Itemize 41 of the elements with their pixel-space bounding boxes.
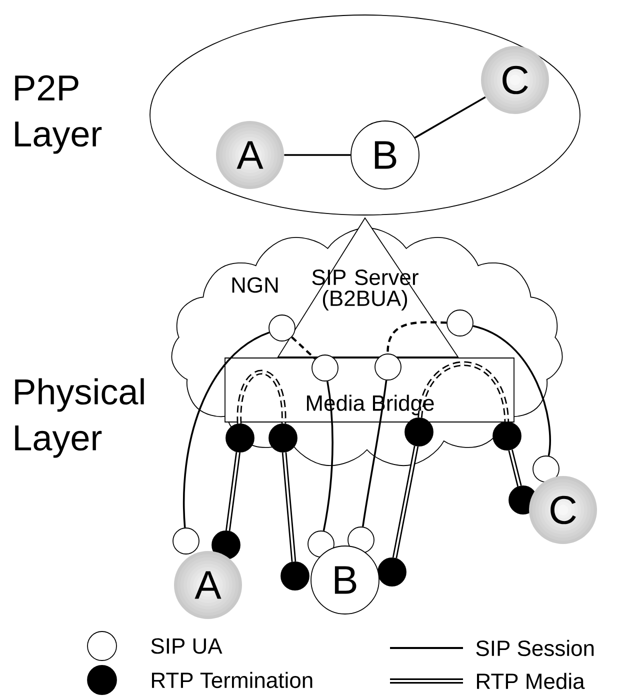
peer-node: B (350, 120, 420, 190)
rtp-media-line (226, 452, 240, 531)
sip-session-line (291, 336, 316, 360)
rtp-media-line (508, 449, 522, 487)
sip-ua-circle (172, 528, 200, 554)
peer-node: A (174, 551, 242, 619)
legend-text: RTP Media (477, 672, 585, 690)
rtp-termination-dot (378, 558, 406, 586)
rtp-termination-dot (226, 424, 254, 452)
rtp-media-line (236, 370, 286, 424)
sip-ua-circle (308, 530, 334, 558)
sip-ua-circle (312, 354, 338, 382)
rtp-termination-dot (280, 562, 310, 590)
rtp-termination-dot (268, 424, 298, 452)
connector-line (182, 332, 270, 528)
sip-ua-circle (532, 456, 560, 482)
sip-ua-circle (374, 354, 402, 380)
legend-text: SIP Session (476, 640, 594, 656)
peer-node: B (310, 546, 380, 614)
connector-line (472, 325, 551, 456)
layer-label: P2P Layer (15, 75, 102, 154)
rtp-termination-dot (492, 422, 522, 450)
rtp-termination-dot (212, 530, 240, 560)
peer-node: C (481, 46, 549, 114)
connector-line (362, 380, 388, 527)
rtp-media-line (392, 446, 419, 558)
sip-ua-circle (268, 314, 296, 342)
peer-node: A (216, 121, 284, 189)
layer-ellipse (150, 14, 580, 216)
sip-ua-circle (446, 310, 474, 336)
sip-session-line (386, 321, 447, 354)
rtp-media-line (418, 361, 510, 422)
connector-line (414, 96, 486, 139)
rtp-termination-dot (404, 418, 434, 446)
legend-text: RTP Termination (152, 672, 312, 688)
layer-label: Physical Layer (15, 378, 144, 458)
connector-line (284, 154, 351, 156)
rtp-media-line (282, 452, 296, 562)
legend-text: SIP UA (151, 638, 222, 654)
connector-line (322, 381, 334, 531)
peer-node: C (529, 476, 597, 544)
